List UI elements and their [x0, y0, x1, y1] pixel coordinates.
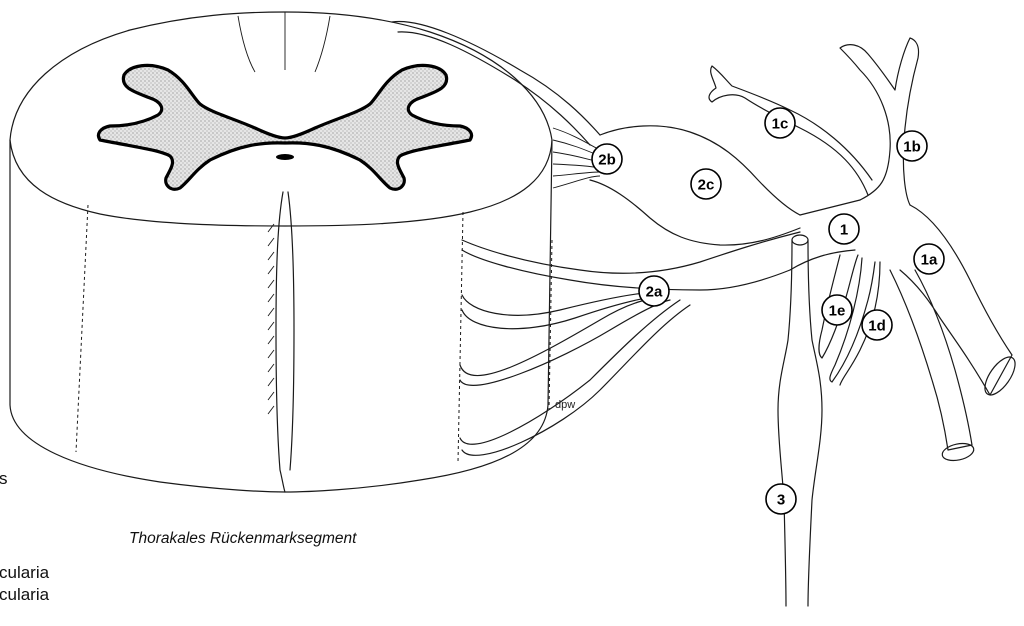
marker-1c: 1c: [765, 108, 795, 138]
svg-text:1b: 1b: [903, 139, 921, 156]
ventral-root: [460, 232, 800, 455]
marker-1e: 1e: [822, 295, 852, 325]
sympathetic-trunk-cut-end: [792, 235, 808, 245]
central-canal: [276, 154, 294, 160]
marker-1: 1: [829, 214, 859, 244]
cut-off-text-line2: cularia: [0, 563, 50, 582]
figure-caption: Thorakales Rückenmarksegment: [129, 530, 357, 547]
fissure-hatching: [268, 224, 274, 414]
marker-2b: 2b: [592, 144, 622, 174]
svg-text:1e: 1e: [829, 303, 846, 320]
posterior-median-sulcus: [238, 12, 330, 72]
cord-side-wall: [10, 140, 552, 492]
branch-1a-cut-end-2: [941, 441, 976, 463]
anterior-median-fissure: [276, 192, 294, 492]
svg-text:2a: 2a: [646, 284, 663, 301]
svg-text:3: 3: [777, 492, 785, 509]
cut-off-text-line1: s: [0, 469, 8, 488]
svg-text:1: 1: [840, 222, 848, 239]
cord-surface-line-left: [76, 205, 88, 452]
sympathetic-trunk: [778, 240, 822, 606]
grey-matter: [98, 65, 471, 189]
marker-2a: 2a: [639, 276, 669, 306]
marker-3: 3: [766, 484, 796, 514]
svg-text:2b: 2b: [598, 152, 616, 169]
marker-1d: 1d: [862, 310, 892, 340]
svg-text:1c: 1c: [772, 116, 789, 133]
cut-off-text-line3: cularia: [0, 585, 50, 604]
dpw-label: dpw: [555, 399, 575, 411]
svg-text:1a: 1a: [921, 252, 938, 269]
branch-1b: [840, 38, 919, 205]
dorsal-root: [392, 22, 600, 188]
cord-top-surface: [10, 12, 552, 226]
marker-2c: 2c: [691, 169, 721, 199]
svg-text:1d: 1d: [868, 318, 886, 335]
branch-1a: [890, 205, 1012, 450]
spinal-cord-segment: [10, 12, 552, 492]
svg-text:2c: 2c: [698, 177, 715, 194]
marker-1a: 1a: [914, 244, 944, 274]
marker-1b: 1b: [897, 131, 927, 161]
